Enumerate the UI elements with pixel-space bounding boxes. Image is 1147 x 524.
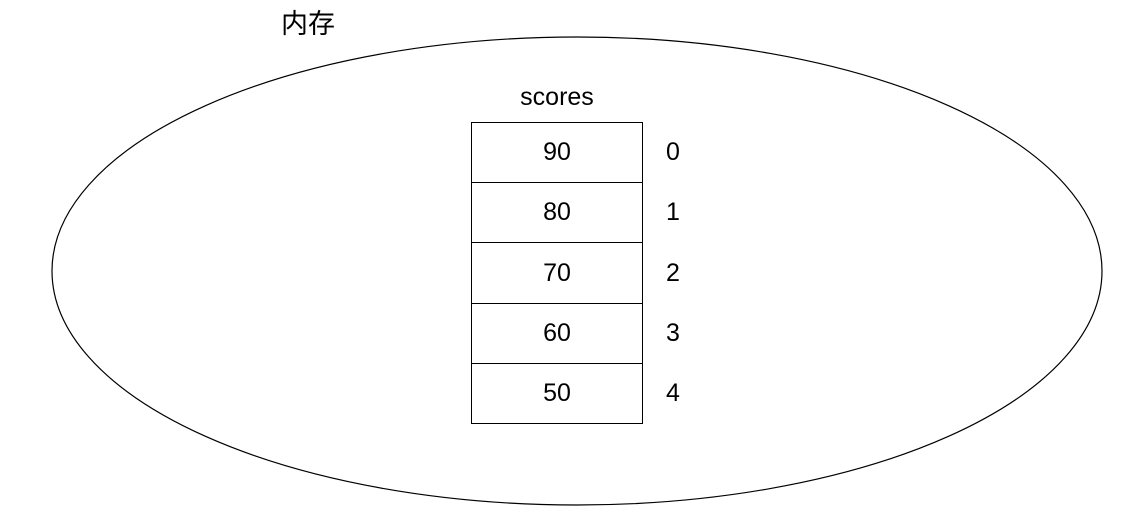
memory-ellipse-outline [51,36,1103,506]
array-name-label: scores [520,83,594,111]
array-index-label-4: 4 [666,379,680,408]
array-cell-0: 90 [472,123,642,184]
array-cell-4: 50 [472,364,642,423]
array-cell-value: 70 [543,258,571,287]
array-cell-value: 90 [543,138,571,167]
array-cell-value: 80 [543,198,571,227]
array-index-label-2: 2 [666,258,680,287]
index-column: 0 1 2 3 4 [666,122,706,424]
array-cell-2: 70 [472,243,642,304]
array-cell-3: 60 [472,304,642,364]
array-cell-1: 80 [472,183,642,244]
array-index-label-1: 1 [666,198,680,227]
scores-array: 90 80 70 60 50 [471,122,643,424]
memory-label: 内存 [281,9,335,39]
array-cell-value: 50 [543,378,571,407]
array-index-label-0: 0 [666,137,680,166]
array-cell-value: 60 [543,318,571,347]
array-index-label-3: 3 [666,318,680,347]
